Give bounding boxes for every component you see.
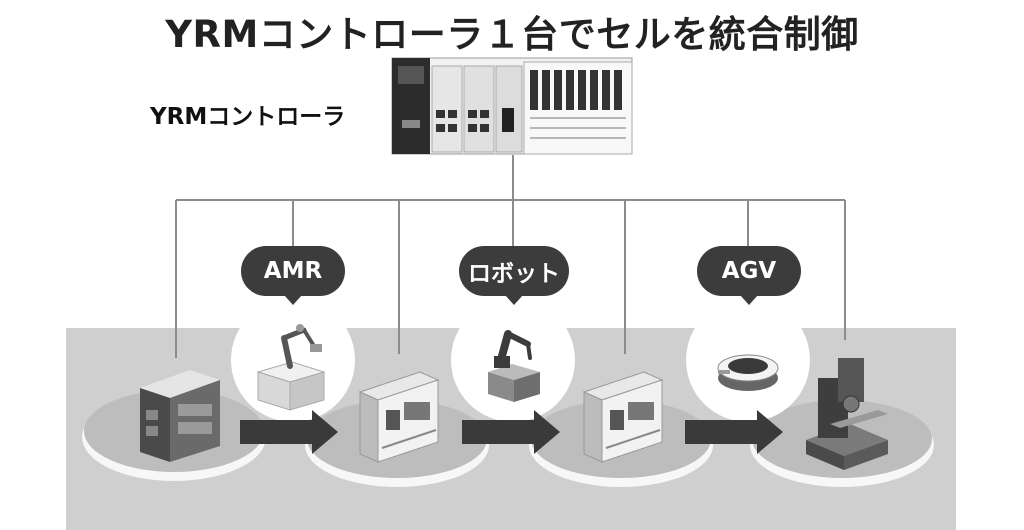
flow-arrows — [240, 410, 783, 454]
robot-label: ロボット — [468, 261, 560, 287]
agv-bubble: AGV — [697, 246, 801, 305]
storage-machine-image — [140, 370, 220, 462]
cnc-machine-1-image — [358, 371, 440, 463]
robot-bubble-tail — [505, 295, 523, 305]
amr-label: AMR — [263, 258, 323, 284]
amr-bubble-tail — [284, 295, 302, 305]
controller-label: YRMコントローラ — [150, 104, 346, 130]
agv-image — [717, 354, 779, 391]
robot-circle — [451, 298, 575, 422]
amr-bubble: AMR — [241, 246, 345, 305]
agv-bubble-tail — [740, 295, 758, 305]
milling-machine-image — [806, 358, 888, 470]
page-title: YRMコントローラ１台でセルを統合制御 — [165, 13, 859, 56]
plc-controller-image — [391, 57, 633, 155]
cnc-machine-2-image — [582, 371, 664, 463]
robot-arm-image — [488, 330, 540, 402]
agv-label: AGV — [721, 258, 777, 284]
robot-bubble: ロボット — [459, 246, 569, 305]
amr-image — [256, 324, 326, 411]
